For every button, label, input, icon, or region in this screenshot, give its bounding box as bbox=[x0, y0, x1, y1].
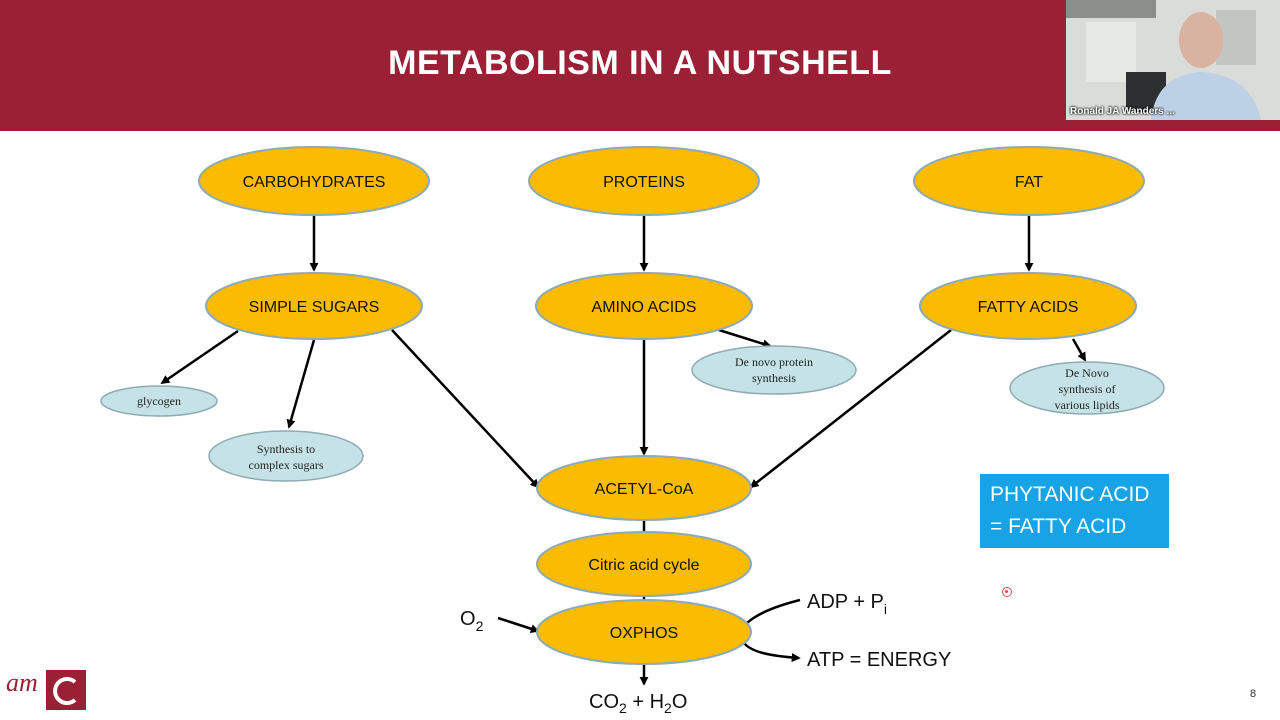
callout-line1: PHYTANIC ACID bbox=[990, 483, 1150, 506]
node-protein-synthesis-line2: synthesis bbox=[752, 371, 796, 385]
arrow-to-complex-sugars bbox=[286, 339, 316, 429]
amc-logo-text: am bbox=[6, 668, 38, 697]
node-lipid-synthesis-line3: various lipids bbox=[1055, 398, 1120, 412]
logo-arc-icon bbox=[53, 677, 77, 705]
node-carbohydrates-label: CARBOHYDRATES bbox=[243, 174, 386, 191]
label-o2: O2 bbox=[460, 608, 484, 634]
node-proteins bbox=[528, 146, 760, 216]
amc-logo: am bbox=[6, 668, 90, 714]
phytanic-acid-callout: PHYTANIC ACID = FATTY ACID bbox=[980, 474, 1169, 548]
node-fat bbox=[913, 146, 1145, 216]
node-citric-acid-cycle-label: Citric acid cycle bbox=[588, 557, 699, 574]
node-amino-acids-label: AMINO ACIDS bbox=[592, 299, 697, 316]
node-lipid-synthesis-line2: synthesis of bbox=[1059, 382, 1116, 396]
arrow-o2-to-oxphos bbox=[497, 616, 540, 634]
node-oxphos bbox=[536, 599, 752, 665]
arrow-to-protein-synthesis bbox=[718, 328, 772, 349]
node-acetyl-coa-label: ACETYL-CoA bbox=[595, 481, 694, 498]
node-citric-acid-cycle bbox=[536, 531, 752, 597]
participant-video-tile[interactable]: Ronald JA Wanders ... bbox=[1066, 0, 1280, 120]
node-fat-label: FAT bbox=[1015, 174, 1043, 191]
node-amino-acids bbox=[535, 272, 753, 340]
node-proteins-label: PROTEINS bbox=[603, 174, 685, 191]
node-protein-synthesis bbox=[691, 345, 857, 395]
label-co2-h2o: CO2 + H2O bbox=[589, 691, 687, 716]
laser-pointer-icon bbox=[1002, 587, 1012, 597]
node-complex-sugars bbox=[208, 430, 364, 482]
arrow-fatty-acids-to-acetyl-coa bbox=[749, 329, 952, 489]
label-atp-energy: ATP = ENERGY bbox=[807, 649, 951, 671]
participant-name: Ronald JA Wanders ... bbox=[1070, 106, 1175, 117]
node-fatty-acids-label: FATTY ACIDS bbox=[978, 299, 1079, 316]
node-fatty-acids bbox=[919, 272, 1137, 340]
node-protein-synthesis-line1: De novo protein bbox=[735, 355, 813, 369]
page-number: 8 bbox=[1250, 688, 1257, 700]
arrow-to-lipid-synthesis bbox=[1071, 338, 1087, 362]
node-carbohydrates bbox=[198, 146, 430, 216]
callout-line2: = FATTY ACID bbox=[990, 515, 1127, 538]
arrow-to-glycogen bbox=[160, 329, 239, 385]
node-glycogen-label: glycogen bbox=[137, 394, 181, 408]
arrow-simple-sugars-to-acetyl-coa bbox=[391, 329, 540, 489]
node-simple-sugars bbox=[205, 272, 423, 340]
label-adp-pi: ADP + Pi bbox=[807, 591, 887, 617]
node-oxphos-label: OXPHOS bbox=[610, 625, 678, 642]
slide-title: METABOLISM IN A NUTSHELL bbox=[388, 44, 892, 82]
node-lipid-synthesis bbox=[1009, 361, 1165, 415]
amc-logo-box bbox=[46, 670, 86, 710]
participant-video-image bbox=[1066, 0, 1280, 120]
node-glycogen bbox=[100, 385, 218, 417]
node-acetyl-coa bbox=[536, 455, 752, 521]
node-simple-sugars-label: SIMPLE SUGARS bbox=[249, 299, 380, 316]
node-complex-sugars-line1: Synthesis to bbox=[257, 442, 315, 456]
node-lipid-synthesis-line1: De Novo bbox=[1065, 366, 1109, 380]
node-complex-sugars-line2: complex sugars bbox=[249, 458, 324, 472]
